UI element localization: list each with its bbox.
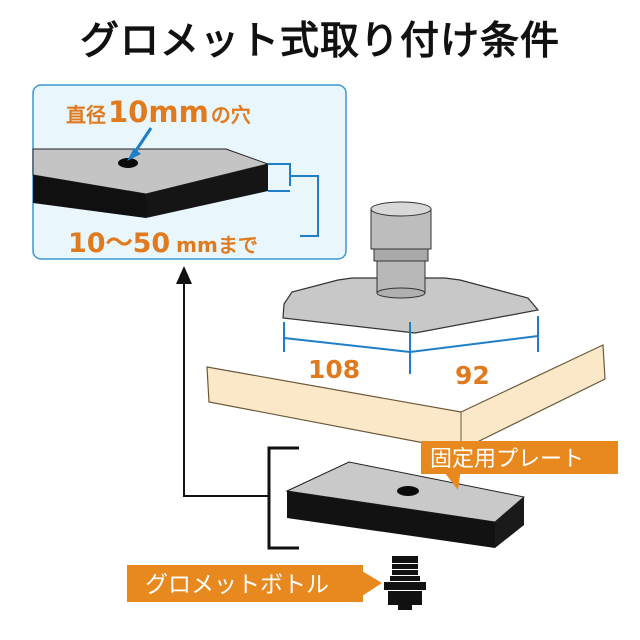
inset-plate-side [146, 164, 268, 218]
plate-label: 固定用プレート [421, 441, 618, 490]
hole-suffix: の穴 [211, 103, 251, 127]
base-dim-right [409, 335, 539, 353]
desk-board [206, 344, 606, 451]
hole-size: 10mm [108, 95, 209, 129]
hole-prefix: 直径 [66, 103, 106, 127]
dimension-92: 92 [455, 361, 490, 390]
dimension-108: 108 [308, 355, 360, 384]
plate-label-text: 固定用プレート [430, 447, 584, 472]
fixing-plate-hole [397, 486, 419, 496]
thickness-tick-top [268, 163, 291, 186]
bolt-label: グロメットボトル [127, 565, 382, 602]
bolt-label-text: グロメットボトル [145, 572, 329, 598]
arm-base: 108 92 [282, 201, 540, 390]
page-title: グロメット式取り付け条件 [79, 19, 560, 64]
fixing-plate [285, 461, 526, 548]
base-foot [282, 277, 540, 334]
thickness-unit: mmまで [176, 233, 258, 257]
connector-arrow [176, 266, 268, 497]
inset-hole [118, 158, 138, 168]
hole-callout-arrowhead [127, 148, 141, 161]
plate-bracket [267, 446, 299, 550]
inset-plate-front [33, 175, 146, 218]
base-pole-top [370, 201, 432, 217]
thickness-connector [290, 175, 319, 237]
thickness-value: 10〜50 [68, 228, 170, 259]
grommet-bolt [384, 556, 426, 610]
